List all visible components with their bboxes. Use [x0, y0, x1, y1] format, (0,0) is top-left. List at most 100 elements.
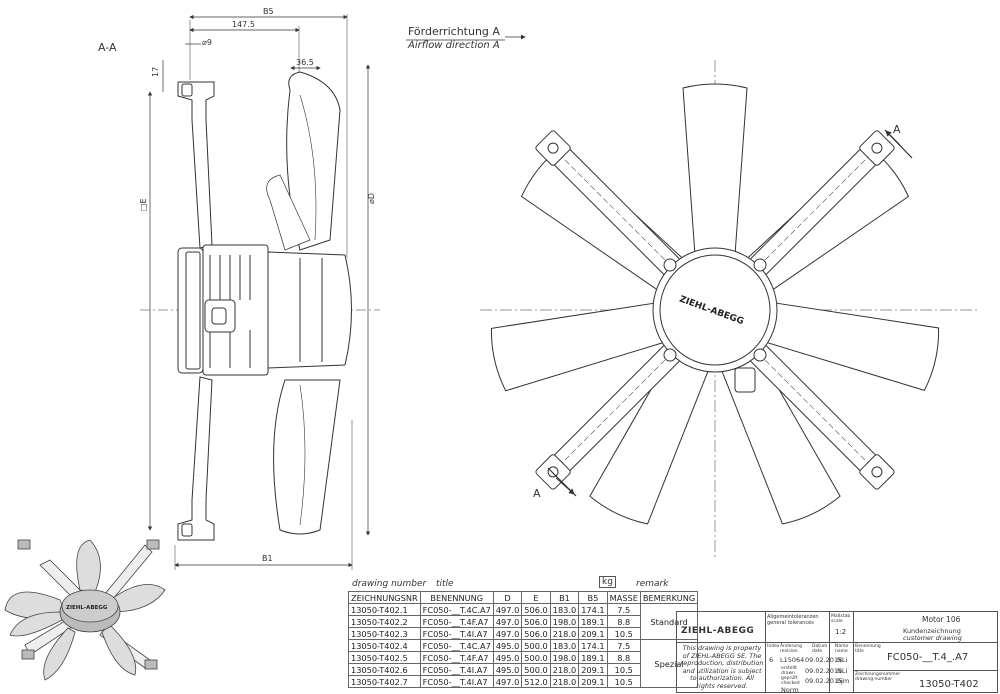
section-label: A-A — [98, 41, 117, 54]
table-header-row: ZEICHNUNGSNR BENENNUNG D E B1 B5 MASSE B… — [348, 591, 699, 604]
col-change: Änderung revision — [780, 644, 802, 654]
motor-label: Motor 106 — [922, 615, 961, 624]
col-date: Datum date — [812, 644, 828, 654]
scale-value: 1:2 — [835, 628, 847, 636]
table-cell: 506.0 — [521, 603, 551, 616]
table-cell: 512.0 — [521, 675, 551, 688]
rev-change: L15064 — [780, 656, 805, 664]
designation-value: FC050-__T.4_.A7 — [887, 652, 969, 663]
table-cell: 218.0 — [549, 675, 580, 688]
section-markers: A A — [533, 123, 913, 500]
table-cell: 495.0 — [492, 651, 523, 664]
checked-name: bjm — [837, 677, 850, 685]
table-cell: 13050-T402.1 — [348, 603, 421, 616]
section-mark-top: A — [893, 123, 901, 136]
support-arms — [535, 130, 895, 490]
table-cell: FC050-__T.4F.A7 — [419, 651, 494, 664]
table-cell: 174.1 — [578, 603, 608, 616]
table-cell: 500.0 — [521, 651, 551, 664]
checked-label: geprüft checked — [781, 676, 800, 686]
table-cell: 495.0 — [492, 663, 523, 676]
fan-thumbnail: ZIEHL-ABEGG — [4, 539, 166, 681]
motor-hub: ZIEHL-ABEGG — [652, 247, 778, 393]
dim-365: 36.5 — [296, 58, 314, 67]
table-cell: FC050-__T.4I.A7 — [419, 675, 494, 688]
fan-blades — [490, 83, 940, 525]
thumbnail-logo: ZIEHL-ABEGG — [66, 605, 108, 611]
designation-label: Benennung title — [855, 644, 881, 654]
table-cell: 8.8 — [606, 615, 641, 628]
dim-9: ⌀9 — [202, 38, 212, 47]
variants-table: ZEICHNUNGSNR BENENNUNG D E B1 B5 MASSE B… — [348, 591, 699, 688]
property-note: This drawing is property of ZIEHL-ABEGG … — [680, 644, 764, 690]
table-cell: FC050-__T.4I.A7 — [419, 663, 494, 676]
hdr-remark: remark — [636, 579, 669, 589]
scale-label: Maßstab scale — [831, 614, 851, 624]
table-cell: 7.5 — [606, 603, 641, 616]
table-header-cell: E — [521, 591, 551, 604]
rev-date: 09.02.2015 — [805, 656, 843, 664]
table-cell: 209.1 — [578, 627, 608, 640]
table-cell: 209.1 — [578, 675, 608, 688]
table-cell: 13050-T402.3 — [348, 627, 421, 640]
dim-b1: B1 — [262, 554, 273, 563]
table-cell: 497.0 — [492, 615, 523, 628]
table-header-cell: BEMERKUNG — [639, 591, 699, 604]
table-cell: 495.0 — [492, 639, 523, 652]
table-cell: 10.5 — [606, 627, 641, 640]
title-block: ZIEHL-ABEGG This drawing is property of … — [676, 611, 998, 694]
table-header-cell: ZEICHNUNGSNR — [348, 591, 421, 604]
table-cell: 13050-T402.7 — [348, 675, 421, 688]
drawing-number-label: Zeichnungsnummer drawing number — [855, 672, 901, 682]
table-cell: 7.5 — [606, 639, 641, 652]
dim-d: ⌀D — [367, 193, 376, 204]
customer-drawing-en: customer drawing — [903, 634, 962, 642]
hdr-title: title — [436, 579, 454, 589]
airflow-de: Förderrichtung A — [408, 25, 500, 38]
col-name: Name name — [835, 644, 849, 654]
rev-index: 6 — [769, 656, 774, 664]
drawing-number-value: 13050-T402 — [919, 679, 979, 690]
drawn-date: 09.02.2015 — [805, 667, 843, 675]
col-index: Index — [767, 644, 780, 649]
table-header-cell: BENENNUNG — [419, 591, 494, 604]
front-view: ZIEHL-ABEGG A A — [480, 60, 980, 560]
table-cell: 10.5 — [606, 663, 641, 676]
table-cell: 218.0 — [549, 627, 580, 640]
table-cell: 218.0 — [549, 663, 580, 676]
table-cell: 189.1 — [578, 651, 608, 664]
group-label-spezial: Spezial — [639, 639, 699, 688]
table-cell: 497.0 — [492, 603, 523, 616]
table-header-cell: D — [492, 591, 523, 604]
dim-17: 17 — [151, 67, 160, 77]
table-cell: FC050-__T.4I.A7 — [419, 627, 494, 640]
table-cell: 183.0 — [549, 639, 580, 652]
rev-name: NLi — [837, 656, 848, 664]
table-cell: 500.0 — [521, 639, 551, 652]
checked-date: 09.02.2015 — [805, 677, 843, 685]
side-view: A-A B5 147.5 ⌀9 36.5 17 □E ⌀D B1 — [98, 7, 380, 570]
table-header-cell: B5 — [578, 591, 608, 604]
tolerance-label: Allgemeintoleranzen general tolerances — [767, 614, 819, 626]
dim-147: 147.5 — [232, 20, 255, 29]
table-cell: 198.0 — [549, 651, 580, 664]
table-cell: 506.0 — [521, 627, 551, 640]
table-cell: 497.0 — [492, 675, 523, 688]
table-header-cell: MASSE — [606, 591, 641, 604]
dim-b5: B5 — [263, 7, 274, 16]
table-cell: 497.0 — [492, 627, 523, 640]
drawn-label: erstellt drawn — [781, 666, 797, 676]
table-cell: 183.0 — [549, 603, 580, 616]
dim-e: □E — [139, 198, 148, 211]
table-cell: 13050-T402.5 — [348, 651, 421, 664]
table-cell: 13050-T402.6 — [348, 663, 421, 676]
drawn-name: NLi — [837, 667, 848, 675]
hdr-drawing-number: drawing number — [352, 579, 427, 589]
table-cell: 209.1 — [578, 663, 608, 676]
table-cell: 13050-T402.4 — [348, 639, 421, 652]
